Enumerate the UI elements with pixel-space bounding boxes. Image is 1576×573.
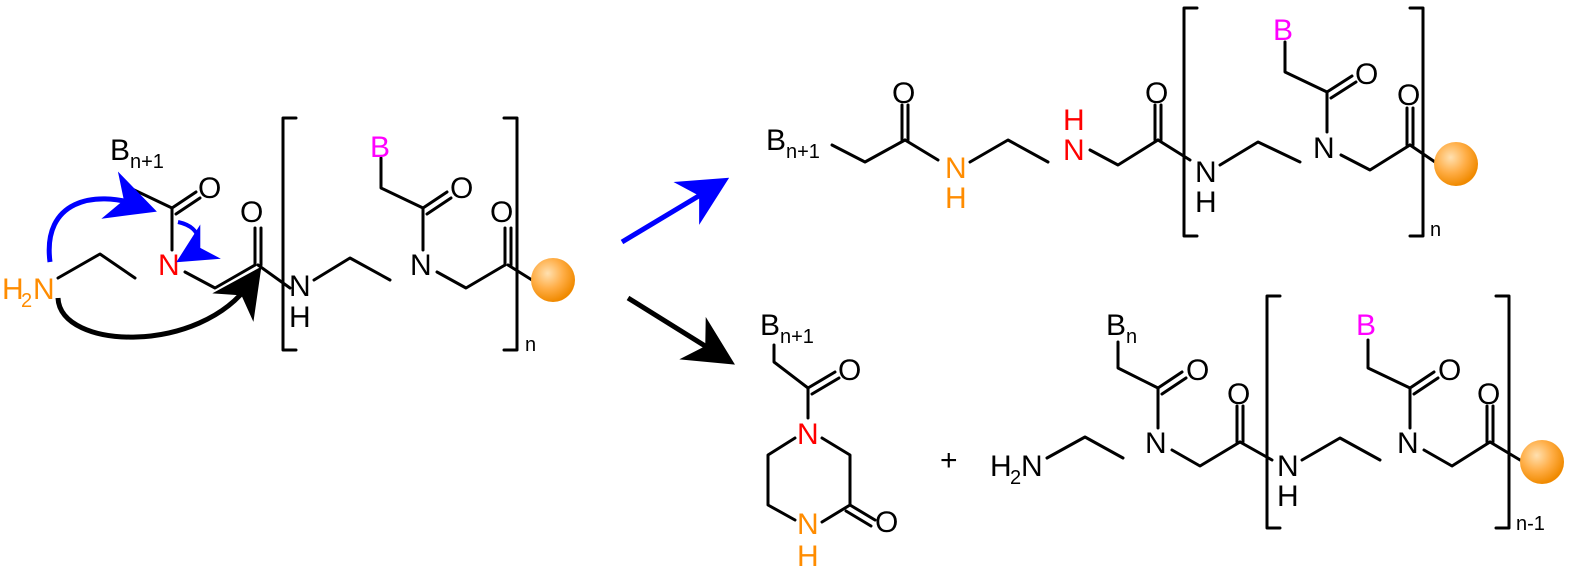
subscript-n: n bbox=[525, 334, 536, 356]
ring-nh-h: H bbox=[797, 540, 819, 573]
oxygen: O bbox=[1355, 58, 1378, 91]
amide-h: H bbox=[1277, 480, 1299, 513]
reaction-arrow-icon bbox=[626, 295, 735, 365]
oxygen: O bbox=[1438, 354, 1461, 387]
oxygen: O bbox=[1186, 354, 1209, 387]
base-bn: B bbox=[1106, 309, 1126, 342]
amine-subscript-2: 2 bbox=[21, 290, 32, 312]
secondary-n: N bbox=[1063, 134, 1085, 167]
resin-bead-icon bbox=[1520, 440, 1564, 484]
amine-h: H bbox=[990, 450, 1012, 483]
oxygen: O bbox=[240, 196, 263, 229]
oxygen: O bbox=[450, 172, 473, 205]
oxygen: O bbox=[838, 354, 861, 387]
subscript-n-plus-1: n+1 bbox=[130, 151, 164, 173]
resin-bead-icon bbox=[531, 258, 575, 302]
curved-arrow-icon bbox=[55, 266, 262, 340]
oxygen: O bbox=[198, 172, 221, 205]
oxygen: O bbox=[1477, 378, 1500, 411]
plus-sign: + bbox=[940, 444, 958, 477]
base-bn1: B bbox=[110, 134, 130, 167]
amide-n: N bbox=[945, 152, 967, 185]
amide-n: N bbox=[1195, 156, 1217, 189]
tertiary-n-1: N bbox=[158, 249, 180, 282]
starting-material: H 2 N N O B n+1 O N H N O B O bbox=[2, 116, 575, 356]
product-truncated: H 2 N N O B n O N H N O B O n-1 bbox=[990, 294, 1564, 535]
base-b: B bbox=[1356, 309, 1376, 342]
oxygen: O bbox=[1227, 378, 1250, 411]
amide-h: H bbox=[1195, 186, 1217, 219]
amine-subscript-2: 2 bbox=[1010, 467, 1021, 489]
oxygen: O bbox=[1397, 79, 1420, 112]
resin-bead-icon bbox=[1434, 142, 1478, 186]
ring-n: N bbox=[797, 418, 819, 451]
amine-n: N bbox=[33, 273, 55, 306]
base-bn1: B bbox=[766, 124, 786, 157]
subscript-n-minus-1: n-1 bbox=[1516, 513, 1545, 535]
amide-n: N bbox=[1277, 450, 1299, 483]
base-bn1: B bbox=[760, 309, 780, 342]
ring-nh-n: N bbox=[797, 508, 819, 541]
amine-n: N bbox=[1021, 450, 1043, 483]
curved-arrow-icon bbox=[46, 171, 157, 263]
base-b: B bbox=[1273, 14, 1293, 47]
product-piperazinone: B n+1 O N O N H bbox=[760, 309, 898, 573]
product-top: B n+1 O N H N H O N H N O B O n bbox=[766, 6, 1478, 241]
subscript-n-plus-1: n+1 bbox=[786, 141, 820, 163]
amine-h: H bbox=[2, 273, 24, 306]
subscript-n-plus-1: n+1 bbox=[780, 326, 814, 348]
tertiary-n: N bbox=[1313, 132, 1335, 165]
amide-h: H bbox=[289, 301, 311, 334]
tertiary-n: N bbox=[1397, 427, 1419, 460]
secondary-h: H bbox=[1063, 104, 1085, 137]
subscript-n: n bbox=[1430, 219, 1441, 241]
base-b: B bbox=[370, 131, 390, 164]
oxygen: O bbox=[1145, 77, 1168, 110]
subscript-n: n bbox=[1126, 326, 1137, 348]
oxygen: O bbox=[875, 506, 898, 539]
tertiary-n-2: N bbox=[410, 249, 432, 282]
tertiary-n: N bbox=[1145, 427, 1167, 460]
curved-arrow-icon bbox=[176, 220, 221, 263]
amide-h: H bbox=[945, 182, 967, 215]
oxygen: O bbox=[490, 196, 513, 229]
oxygen: O bbox=[892, 77, 915, 110]
reaction-arrow-icon bbox=[620, 177, 730, 245]
amide-n: N bbox=[289, 270, 311, 303]
